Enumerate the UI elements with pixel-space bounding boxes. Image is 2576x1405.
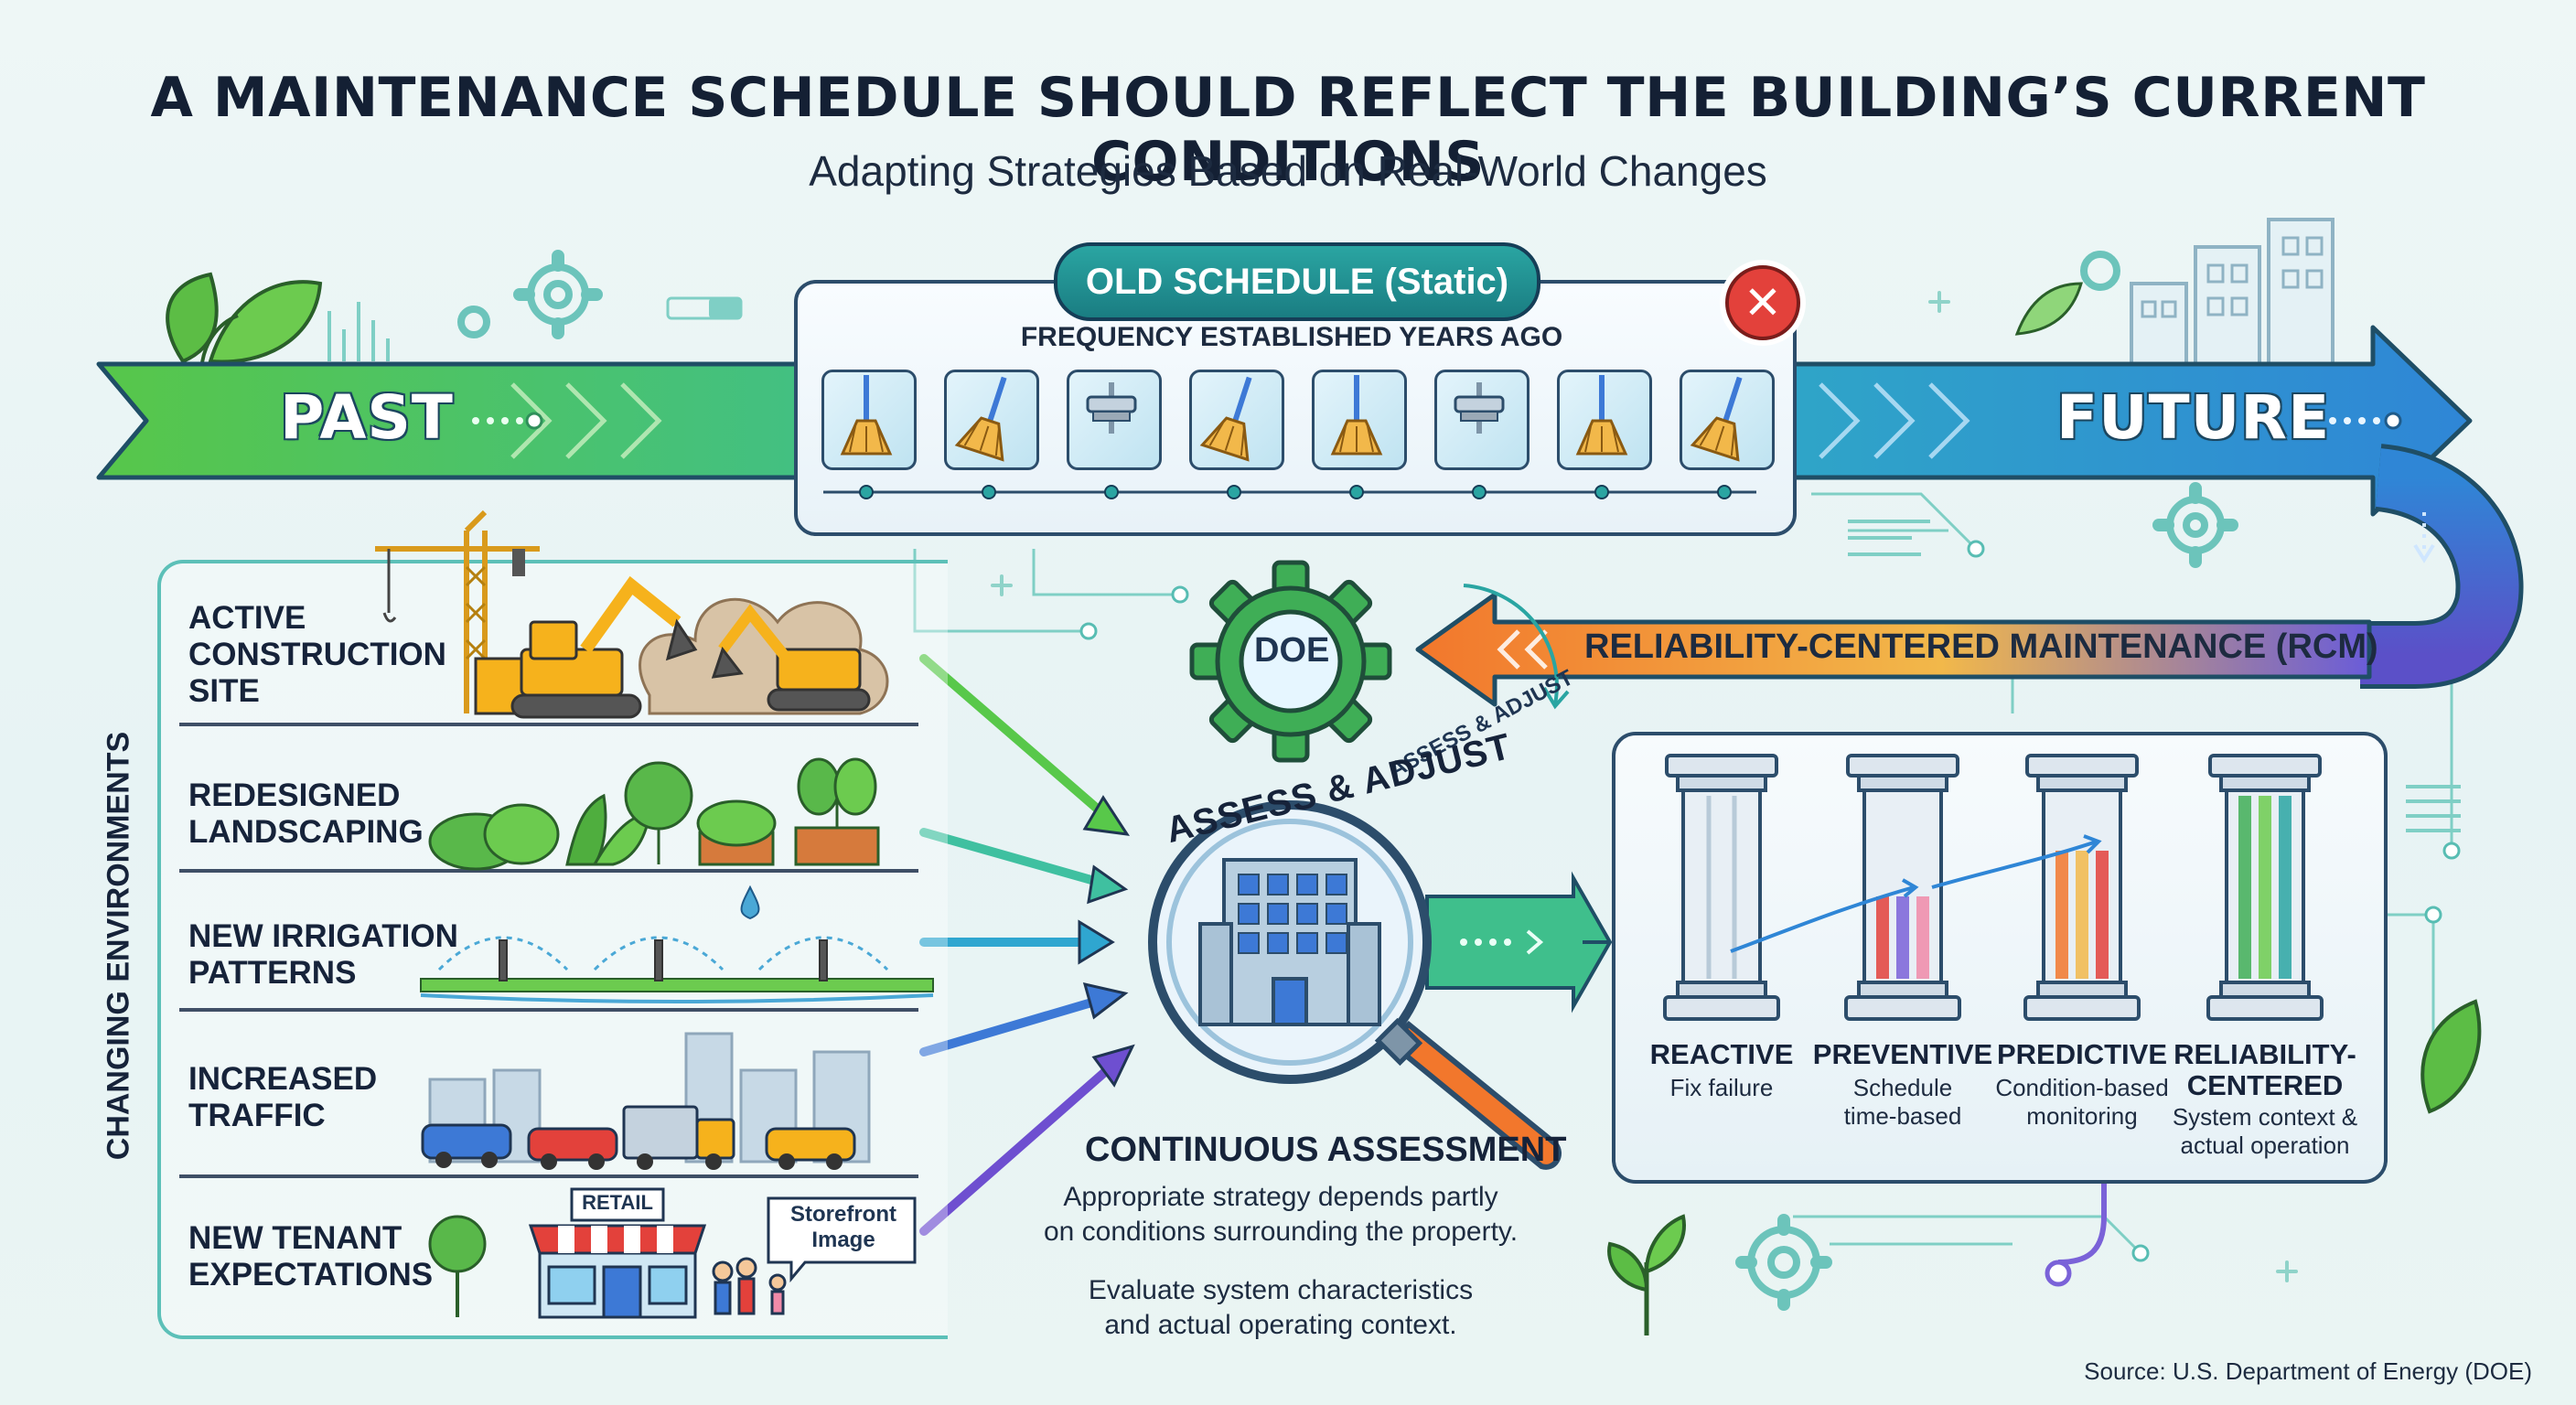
rcm-label: RELIABILITY-CENTERED MAINTENANCE (RCM) [1584,627,2378,666]
plant-icon [1607,1214,1686,1335]
traffic-icon [421,1032,871,1170]
divider [179,1174,918,1178]
pillar-description: System context & actual operation [2172,1103,2358,1159]
env-tenant-label: NEW TENANT EXPECTATIONS [188,1220,434,1292]
broom-icon [1199,376,1252,499]
env-irrigation-label: NEW IRRIGATION PATTERNS [188,918,458,991]
pillar-description: Condition-based monitoring [1995,1074,2169,1130]
broom-icon [1690,376,1743,499]
divider [179,1008,918,1012]
pillars-graphic [1663,754,2324,1021]
storefront-icon [428,1187,917,1319]
pillar-0 [1663,754,1780,1021]
assessment-text-2: Evaluate system characteristics and actu… [1088,1275,1474,1340]
pillar-3 [2206,754,2324,1021]
brush-icon [1454,382,1505,499]
doe-gear-icon [1189,560,1392,763]
assessment-text-1: Appropriate strategy depends partly on c… [1043,1182,1519,1247]
changing-environments-heading: CHANGING ENVIRONMENTS [101,731,136,1161]
leaf-icon [2420,999,2482,1114]
pillar-title: REACTIVE [1649,1038,1794,1070]
divider [179,869,918,873]
landscaping-icon [428,757,880,871]
pillar-description: Fix failure [1669,1074,1774,1101]
magnifier-icon [1148,800,1562,1170]
pillar-title: PREVENTIVE [1812,1038,1993,1070]
env-traffic-label: INCREASED TRAFFIC [188,1061,378,1133]
pillar-2 [2023,754,2141,1021]
storefront-bubble-text: Storefront Image [790,1202,896,1252]
broom-icon [840,375,893,499]
sprinkler-icon [420,885,934,1003]
old-schedule-label: OLD SCHEDULE (Static) [1054,242,1540,321]
doe-label: DOE [1254,631,1330,670]
future-label: FUTURE [2056,382,2331,453]
source-note: Source: U.S. Department of Energy (DOE) [2084,1357,2532,1385]
frequency-label: FREQUENCY ESTABLISHED YEARS AGO [1020,322,1563,352]
page-subtitle: Adapting Strategies Based on Real-World … [809,147,1767,195]
env-landscaping-label: REDESIGNED LANDSCAPING [188,778,424,850]
leaf-icon [2014,282,2083,336]
construction-site-icon [375,509,889,719]
brush-icon [1086,382,1137,499]
broom-icon [1575,375,1628,499]
retail-sign: RETAIL [582,1191,653,1214]
divider [179,723,918,726]
continuous-assessment-title: CONTINUOUS ASSESSMENT [1085,1131,1567,1169]
broom-icon [954,376,1007,499]
leaf-icon [166,272,323,376]
tool-row [814,370,1775,525]
broom-icon [1330,375,1383,499]
pillar-title: PREDICTIVE [1996,1038,2168,1070]
close-icon: ✕ [1725,265,1800,340]
pillar-description: Schedule time-based [1843,1074,1962,1130]
tool-row-graphic [823,375,1756,499]
past-label: PAST [280,382,454,453]
pillar-title: RELIABILITY- CENTERED [2174,1038,2356,1101]
env-construction-label: ACTIVE CONSTRUCTION SITE [188,600,446,709]
page-title: A MAINTENANCE SCHEDULE SHOULD REFLECT TH… [150,66,2426,194]
pillar-1 [1844,754,1961,1021]
